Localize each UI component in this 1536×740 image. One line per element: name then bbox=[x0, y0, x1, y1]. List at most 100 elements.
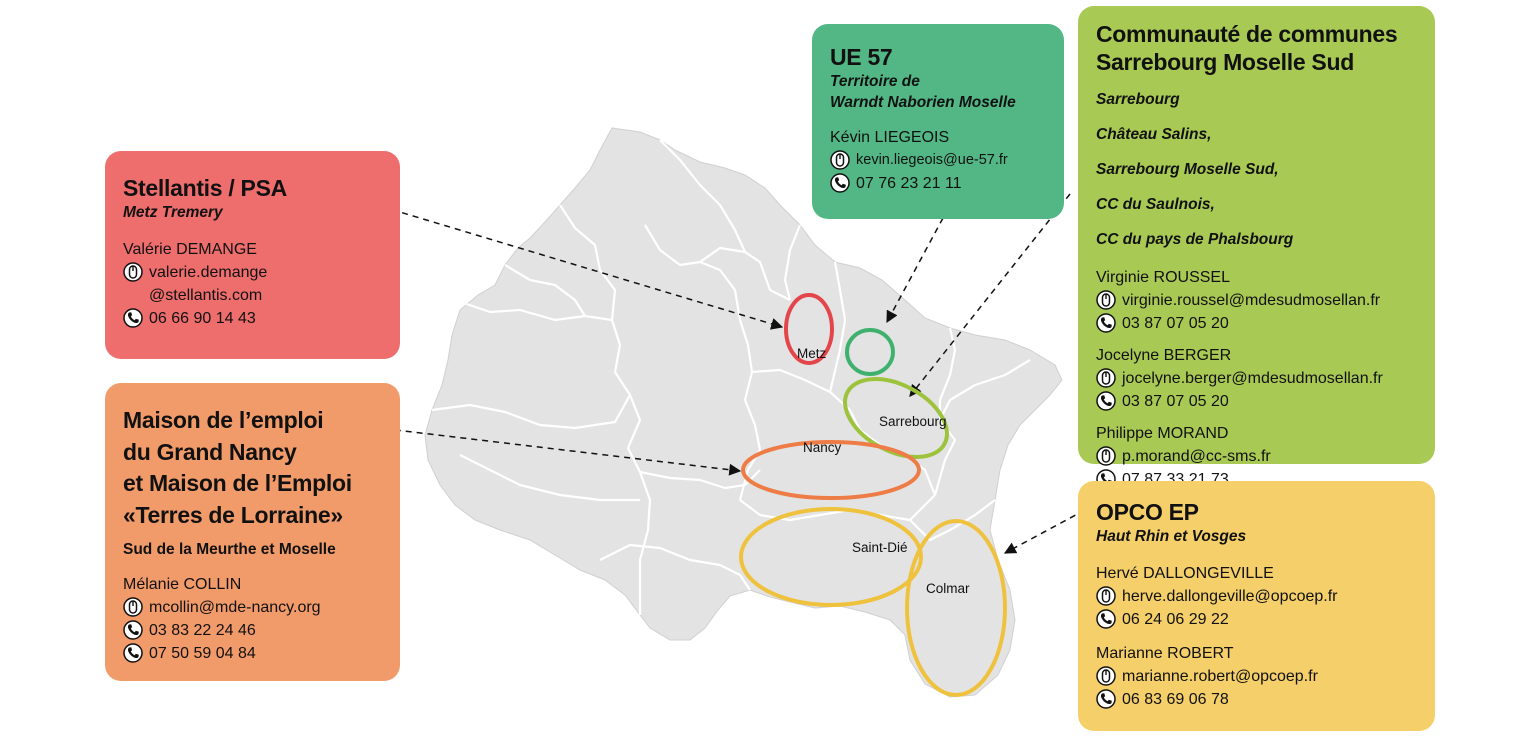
connector-opco bbox=[1003, 509, 1086, 554]
mouse-icon bbox=[1096, 446, 1116, 466]
contact: Jocelyne BERGER jocelyne.berger@mdesudmo… bbox=[1096, 345, 1417, 413]
email-link[interactable]: virginie.roussel@mdesudmosellan.fr bbox=[1122, 292, 1381, 309]
phone-icon bbox=[830, 173, 850, 193]
contact-name: Kévin LIEGEOIS bbox=[830, 129, 950, 146]
card-subtitle: Metz Tremery bbox=[123, 204, 223, 221]
contact-name: Valérie DEMANGE bbox=[123, 241, 257, 258]
card-subtitle: Haut Rhin et Vosges bbox=[1096, 528, 1247, 545]
card-title-line: Maison de l’emploi bbox=[123, 407, 324, 433]
city-label-metz: Metz bbox=[797, 346, 827, 361]
phone-link[interactable]: 03 83 22 24 46 bbox=[149, 622, 256, 639]
card-title-line: du Grand Nancy bbox=[123, 438, 297, 465]
stellantis-card: Stellantis / PSA Metz Tremery Valérie DE… bbox=[105, 151, 400, 359]
card-title-line: Communauté de communes bbox=[1096, 21, 1398, 47]
phone-row: 06 66 90 14 43 bbox=[123, 307, 382, 330]
contact: Marianne ROBERT marianne.robert@opcoep.f… bbox=[1096, 643, 1417, 711]
phone-row: 06 83 69 06 78 bbox=[1096, 688, 1417, 711]
connector-lines bbox=[359, 193, 1086, 554]
mouse-icon bbox=[1096, 666, 1116, 686]
contact: Mélanie COLLIN mcollin@mde-nancy.org 03 … bbox=[123, 574, 382, 665]
email-row: p.morand@cc-sms.fr bbox=[1096, 445, 1417, 468]
phone-icon bbox=[1096, 689, 1116, 709]
colmar-ellipse bbox=[905, 519, 1007, 697]
contact-name: Mélanie COLLIN bbox=[123, 576, 242, 593]
phone-row: 06 24 06 29 22 bbox=[1096, 608, 1417, 631]
connector-ue57 bbox=[886, 217, 944, 324]
contact: Virginie ROUSSEL virginie.roussel@mdesud… bbox=[1096, 267, 1417, 335]
card-subtitle-line: CC du Saulnois, bbox=[1096, 196, 1215, 213]
card-title-line: «Terres de Lorraine» bbox=[123, 501, 343, 528]
email-row: herve.dallongeville@opcoep.fr bbox=[1096, 585, 1417, 608]
card-title: UE 57 bbox=[830, 44, 893, 70]
phone-icon bbox=[123, 308, 143, 328]
card-title: Stellantis / PSA bbox=[123, 175, 287, 201]
grand-est-region-shape bbox=[424, 127, 1063, 698]
nancy-ellipse bbox=[741, 440, 921, 500]
phone-link[interactable]: 06 66 90 14 43 bbox=[149, 310, 256, 327]
contact: Kévin LIEGEOIS kevin.liegeois@ue-57.fr 0… bbox=[830, 127, 1046, 195]
contact-name: Philippe MORAND bbox=[1096, 425, 1229, 442]
card-subtitle-line: Sarrebourg Moselle Sud, bbox=[1096, 161, 1279, 178]
phone-icon bbox=[123, 643, 143, 663]
phone-icon bbox=[123, 620, 143, 640]
email-link[interactable]: marianne.robert@opcoep.fr bbox=[1122, 668, 1318, 685]
city-label-saint-die: Saint-Dié bbox=[852, 540, 908, 555]
phone-link[interactable]: 07 76 23 21 11 bbox=[856, 175, 962, 192]
department-borders bbox=[431, 139, 1031, 615]
mouse-icon bbox=[1096, 368, 1116, 388]
phone-icon bbox=[1096, 391, 1116, 411]
contact-name: Hervé DALLONGEVILLE bbox=[1096, 565, 1274, 582]
card-subtitle: Sud de la Meurthe et Moselle bbox=[123, 541, 336, 558]
phone-row: 07 50 59 04 84 bbox=[123, 642, 382, 665]
contact-name: Marianne ROBERT bbox=[1096, 645, 1234, 662]
email-link[interactable]: p.morand@cc-sms.fr bbox=[1122, 448, 1271, 465]
ue57-card: UE 57 Territoire de Warndt Naborien Mose… bbox=[812, 24, 1064, 219]
phone-link[interactable]: 06 24 06 29 22 bbox=[1122, 611, 1229, 628]
email-link[interactable]: jocelyne.berger@mdesudmosellan.fr bbox=[1122, 370, 1383, 387]
mouse-icon bbox=[1096, 586, 1116, 606]
email-row: jocelyne.berger@mdesudmosellan.fr bbox=[1096, 367, 1417, 390]
email-link[interactable]: valerie.demange @stellantis.com bbox=[149, 264, 268, 304]
mouse-icon bbox=[1096, 290, 1116, 310]
contact-name: Virginie ROUSSEL bbox=[1096, 269, 1230, 286]
card-subtitle-line: Warndt Naborien Moselle bbox=[830, 94, 1016, 111]
email-row: valerie.demange @stellantis.com bbox=[123, 261, 382, 307]
card-title: OPCO EP bbox=[1096, 499, 1199, 525]
metz-ellipse bbox=[784, 293, 834, 365]
saint-die-ellipse bbox=[739, 507, 923, 607]
email-link[interactable]: herve.dallongeville@opcoep.fr bbox=[1122, 588, 1338, 605]
connector-mde bbox=[361, 425, 742, 476]
email-row: mcollin@mde-nancy.org bbox=[123, 596, 382, 619]
email-row: marianne.robert@opcoep.fr bbox=[1096, 665, 1417, 688]
city-label-colmar: Colmar bbox=[926, 581, 970, 596]
mouse-icon bbox=[830, 150, 850, 170]
phone-row: 03 83 22 24 46 bbox=[123, 619, 382, 642]
phone-link[interactable]: 03 87 07 05 20 bbox=[1122, 393, 1229, 410]
phone-link[interactable]: 03 87 07 05 20 bbox=[1122, 315, 1229, 332]
email-link[interactable]: kevin.liegeois@ue-57.fr bbox=[856, 152, 1008, 168]
phone-link[interactable]: 06 83 69 06 78 bbox=[1122, 691, 1229, 708]
contact-name: Jocelyne BERGER bbox=[1096, 347, 1232, 364]
mouse-icon bbox=[123, 597, 143, 617]
email-link[interactable]: mcollin@mde-nancy.org bbox=[149, 599, 321, 616]
contact: Valérie DEMANGE valerie.demange @stellan… bbox=[123, 239, 382, 330]
phone-row: 03 87 07 05 20 bbox=[1096, 312, 1417, 335]
card-subtitle-line: Château Salins, bbox=[1096, 126, 1212, 143]
card-subtitle-line: Territoire de bbox=[830, 73, 920, 90]
area-ellipses bbox=[739, 293, 1007, 697]
contact: Hervé DALLONGEVILLE herve.dallongeville@… bbox=[1096, 563, 1417, 631]
city-label-nancy: Nancy bbox=[803, 440, 842, 455]
phone-link[interactable]: 07 50 59 04 84 bbox=[149, 645, 256, 662]
ccsms-card: Communauté de communes Sarrebourg Mosell… bbox=[1078, 6, 1435, 489]
card-subtitle-line: CC du pays de Phalsbourg bbox=[1096, 231, 1294, 248]
email-row: kevin.liegeois@ue-57.fr bbox=[830, 149, 1046, 172]
card-title-line: et Maison de l’Emploi bbox=[123, 470, 352, 496]
opco-card: OPCO EP Haut Rhin et Vosges Hervé DALLON… bbox=[1078, 481, 1435, 731]
mouse-icon bbox=[123, 262, 143, 282]
city-label-sarrebourg: Sarrebourg bbox=[879, 414, 947, 429]
connector-stellantis bbox=[359, 199, 784, 330]
ue57-ellipse bbox=[845, 328, 895, 376]
phone-icon bbox=[1096, 313, 1116, 333]
email-row: virginie.roussel@mdesudmosellan.fr bbox=[1096, 289, 1417, 312]
